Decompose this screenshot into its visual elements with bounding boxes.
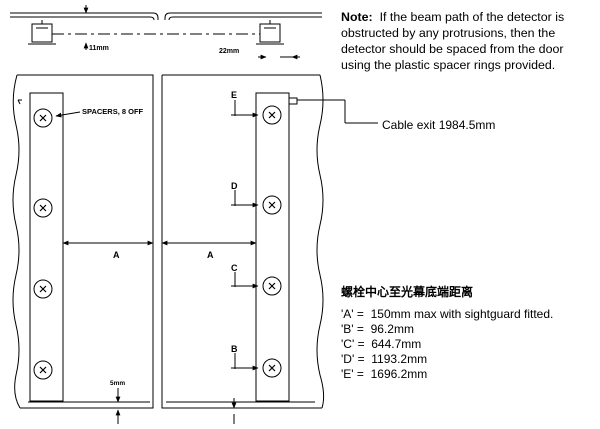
gap-bottom-label: 5mm	[110, 380, 125, 387]
note-body: If the beam path of the detector is obst…	[341, 10, 565, 72]
dim-a-right-label: A	[207, 250, 214, 260]
door-elevation	[12, 74, 378, 409]
spacers-label: SPACERS, 8 OFF	[82, 107, 144, 116]
note-text: Note: If the beam path of the detector i…	[341, 9, 591, 73]
dim-a-left-label: A	[113, 250, 120, 260]
cable-exit-label: Cable exit 1984.5mm	[382, 118, 496, 132]
dim-c-label: C	[231, 263, 238, 273]
gap-top-label: 11mm	[89, 45, 109, 52]
chinese-heading: 螺栓中心至光幕底端距离	[341, 285, 474, 299]
note-prefix: Note:	[341, 10, 373, 24]
dim-b-label: B	[231, 344, 238, 354]
offset-side-label: 22mm	[219, 48, 239, 55]
spec-b: 'B' = 96.2mm	[341, 322, 414, 336]
dim-d-label: D	[231, 181, 238, 191]
spec-a: 'A' = 150mm max with sightguard fitted.	[341, 307, 554, 321]
spec-c: 'C' = 644.7mm	[341, 337, 422, 351]
spec-e: 'E' = 1696.2mm	[341, 367, 428, 381]
dim-e-label: E	[231, 90, 237, 100]
top-plan-view	[10, 5, 322, 60]
spec-d: 'D' = 1193.2mm	[341, 352, 428, 366]
